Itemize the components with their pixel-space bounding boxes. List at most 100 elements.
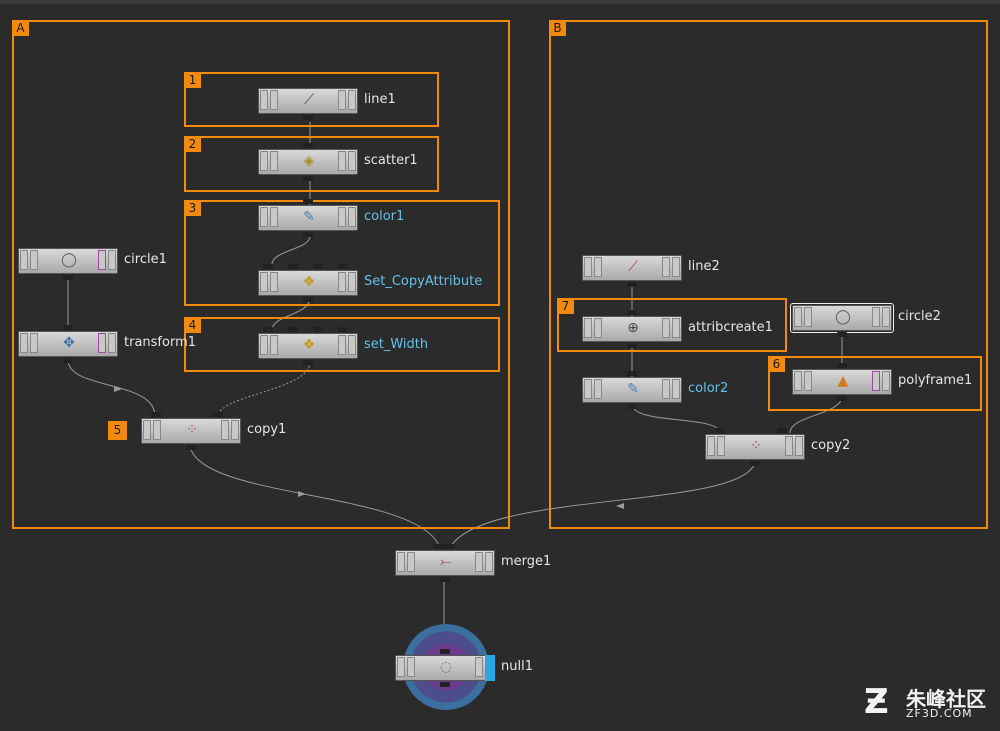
node-polyframe1[interactable]: ▲ polyframe1 [792, 363, 972, 401]
input-port-3[interactable] [313, 264, 323, 269]
frame-7[interactable]: 7 [557, 298, 787, 352]
output-port[interactable] [627, 282, 637, 287]
node-set-width[interactable]: ❖ set_Width [258, 327, 428, 365]
node-label: set_Width [364, 337, 429, 352]
frame-5-tag: 5 [108, 421, 127, 440]
input-port[interactable] [303, 143, 313, 148]
frame-4-tag: 4 [184, 317, 201, 333]
node-label: circle1 [124, 252, 167, 267]
frame-a-tag: A [12, 20, 29, 36]
input-port[interactable] [627, 371, 637, 376]
output-port[interactable] [627, 343, 637, 348]
frame-6[interactable]: 6 [768, 356, 982, 411]
node-circle1[interactable]: ◯ circle1 [18, 248, 167, 280]
node-label: line2 [688, 259, 720, 274]
input-port[interactable] [433, 544, 455, 549]
display-flag[interactable] [485, 655, 495, 681]
null-icon: ◌ [439, 659, 453, 675]
frame-7-tag: 7 [557, 298, 574, 314]
node-label: color2 [688, 381, 729, 396]
node-label: null1 [501, 659, 533, 674]
output-port[interactable] [627, 404, 637, 409]
node-null1[interactable]: ◌ null1 [395, 649, 533, 687]
frame-3[interactable]: 3 [184, 200, 500, 306]
wrangle-icon: ❖ [302, 337, 316, 353]
output-port[interactable] [837, 396, 847, 401]
input-port-3[interactable] [313, 327, 323, 332]
node-circle2[interactable]: ◯ circle2 [790, 303, 941, 337]
input-port[interactable] [837, 363, 847, 368]
node-label: copy2 [811, 438, 851, 453]
node-label: color1 [364, 209, 405, 224]
output-port[interactable] [303, 232, 313, 237]
input-port[interactable] [63, 325, 73, 330]
input-port-2[interactable] [288, 264, 298, 269]
input-port-4[interactable] [338, 327, 348, 332]
output-port[interactable] [303, 360, 313, 365]
output-port[interactable] [63, 358, 73, 363]
output-port[interactable] [303, 115, 313, 120]
frame-6-tag: 6 [768, 356, 785, 372]
node-color1[interactable]: ✎ color1 [258, 199, 404, 237]
node-label: circle2 [898, 309, 941, 324]
node-label: merge1 [501, 554, 552, 569]
frame-b-tag: B [549, 20, 566, 36]
input-port[interactable] [627, 310, 637, 315]
top-bar [0, 0, 1000, 4]
output-port[interactable] [186, 445, 196, 450]
input-port-1[interactable] [263, 327, 273, 332]
input-port-1[interactable] [151, 412, 161, 417]
polyframe-icon: ▲ [837, 373, 849, 389]
frame-b[interactable]: B [549, 20, 988, 529]
output-port[interactable] [440, 577, 450, 582]
node-label: transform1 [124, 335, 197, 350]
line-icon: ⟋ [304, 92, 314, 108]
frame-4[interactable]: 4 [184, 317, 500, 372]
node-set-copyattribute[interactable]: ❖ Set_CopyAttribute [258, 264, 482, 302]
node-merge1[interactable]: ⤚ merge1 [395, 544, 551, 582]
node-scatter1[interactable]: ◈ scatter1 [258, 143, 418, 181]
circle-icon: ◯ [835, 309, 851, 325]
node-line2[interactable]: ⟋ line2 [582, 255, 720, 287]
node-color2[interactable]: ✎ color2 [582, 371, 728, 409]
node-label: attribcreate1 [688, 320, 773, 335]
frame-a[interactable]: A [12, 20, 510, 529]
node-label: Set_CopyAttribute [364, 274, 483, 289]
color-icon: ✎ [303, 209, 315, 225]
watermark-title: 朱峰社区 [906, 687, 986, 711]
node-copy1[interactable]: ⁘ copy1 [141, 412, 286, 450]
output-port[interactable] [837, 332, 847, 337]
color-icon: ✎ [627, 381, 639, 397]
node-line1[interactable]: ⟋ line1 [258, 88, 396, 120]
node-label: scatter1 [364, 153, 418, 168]
input-port-2[interactable] [213, 412, 223, 417]
input-port-1[interactable] [715, 428, 725, 433]
input-port-2[interactable] [777, 428, 787, 433]
frame-1[interactable]: 1 [184, 72, 439, 127]
transform-icon: ✥ [63, 335, 75, 351]
input-port-4[interactable] [338, 264, 348, 269]
copy-icon: ⁘ [186, 422, 198, 438]
merge-icon: ⤚ [440, 554, 452, 570]
node-label: copy1 [247, 422, 287, 437]
scatter-icon: ◈ [303, 153, 315, 169]
input-port-1[interactable] [263, 264, 273, 269]
node-transform1[interactable]: ✥ transform1 [18, 325, 196, 363]
output-port[interactable] [750, 461, 760, 466]
output-port[interactable] [303, 297, 313, 302]
input-port[interactable] [303, 199, 313, 204]
frame-2[interactable]: 2 [184, 136, 439, 192]
copy-icon: ⁘ [750, 438, 762, 454]
output-port[interactable] [63, 275, 73, 280]
zf-logo-icon: Ƶ [864, 682, 889, 722]
input-port[interactable] [440, 649, 450, 654]
output-port[interactable] [303, 176, 313, 181]
output-port[interactable] [440, 682, 450, 687]
input-port-2[interactable] [288, 327, 298, 332]
wrangle-icon: ❖ [302, 274, 316, 290]
frame-2-tag: 2 [184, 136, 201, 152]
node-copy2[interactable]: ⁘ copy2 [705, 428, 850, 466]
node-attribcreate1[interactable]: ⊕ attribcreate1 [582, 310, 773, 348]
frame-1-tag: 1 [184, 72, 201, 88]
attribcreate-icon: ⊕ [627, 320, 639, 336]
